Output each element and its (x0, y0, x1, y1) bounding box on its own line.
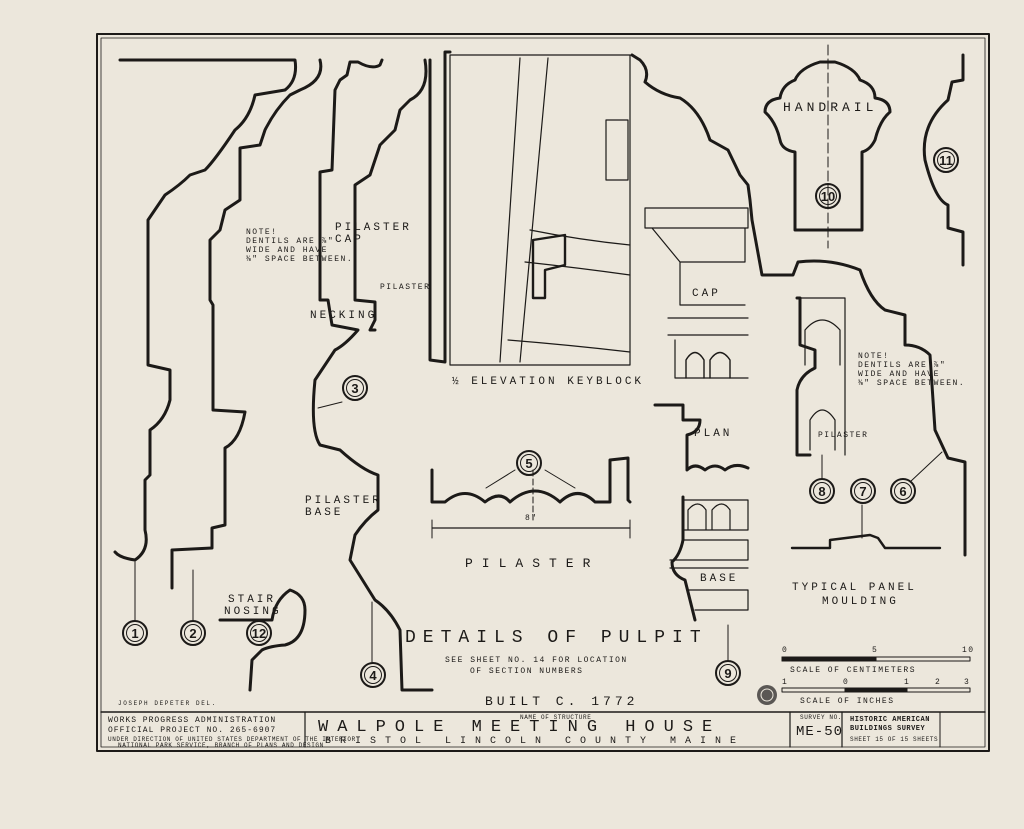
label-stair: STAIR (228, 594, 277, 606)
keyblock-arc-1 (529, 229, 631, 246)
note-right: NOTE! DENTILS ARE ⅞" WIDE AND HAVE ⅜" SP… (858, 352, 966, 388)
profile-12-stair-nosing (218, 588, 307, 692)
label-plan: PLAN (694, 428, 733, 440)
habs-line-1: HISTORIC AMERICAN (850, 716, 930, 724)
keyblock-top-block (605, 119, 629, 181)
keyblock-elevation (449, 54, 631, 366)
base-elevation (669, 499, 749, 611)
survey-no-label: SURVEY NO. (800, 714, 843, 721)
drawing-title: DETAILS OF PULPIT (405, 628, 708, 648)
structure-location: BRISTOL LINCOLN COUNTY MAINE (325, 736, 746, 747)
profile-3 (311, 58, 434, 692)
sheet-border (96, 33, 990, 752)
under-direction-1: UNDER DIRECTION OF UNITED STATES DEPARTM… (108, 736, 356, 743)
habs-line-2: BUILDINGS SURVEY (850, 725, 926, 733)
label-pilaster-cap: PILASTER CAP (335, 222, 412, 246)
scale-in-title: SCALE OF INCHES (800, 697, 895, 706)
section-number-2: 2 (180, 620, 206, 646)
scale-cm-title: SCALE OF CENTIMETERS (790, 666, 917, 675)
cap-arches (685, 351, 731, 379)
section-number-9: 9 (715, 660, 741, 686)
keyblock-slope-2 (519, 57, 549, 363)
label-moulding: MOULDING (822, 596, 899, 608)
wpa-line-2: OFFICIAL PROJECT NO. 265-6907 (108, 726, 277, 735)
label-nosing: NOSING (224, 606, 282, 618)
see-sheet-note-2: OF SECTION NUMBERS (470, 667, 584, 676)
profile-9 (670, 495, 697, 622)
sheet-count: SHEET 15 OF 15 SHEETS (850, 736, 939, 743)
section-number-8: 8 (809, 478, 835, 504)
profile-11 (922, 53, 965, 267)
keyblock-profile (428, 50, 452, 364)
label-pilaster-main: PILASTER (465, 556, 600, 571)
section-number-10: 10 (815, 183, 841, 209)
label-pilaster-small: PILASTER (380, 283, 431, 292)
section-number-5: 5 (516, 450, 542, 476)
section-number-4: 4 (360, 662, 386, 688)
keyblock-slope-1 (499, 57, 521, 363)
profile-cap-right (630, 53, 967, 557)
label-cap: CAP (692, 288, 721, 300)
plan-profile (653, 403, 750, 472)
label-dim-8: 8" (525, 514, 538, 523)
keyblock-arc-3 (507, 339, 631, 353)
survey-number: ME-50 (796, 724, 844, 740)
profile-2 (170, 58, 323, 590)
label-base: BASE (700, 573, 739, 585)
cap-elevation (644, 207, 749, 379)
label-elevation-keyblock: ½ ELEVATION KEYBLOCK (452, 376, 645, 388)
profile-8 (795, 296, 817, 457)
section-number-3: 3 (342, 375, 368, 401)
survey-seal-icon (757, 685, 777, 705)
name-of-structure-label: NAME OF STRUCTURE (520, 714, 592, 721)
structure-name: WALPOLE MEETING HOUSE (318, 718, 722, 737)
section-number-12: 12 (246, 620, 272, 646)
keyblock-arc-2 (524, 261, 631, 276)
sheet-border-inner (100, 37, 986, 748)
section-number-1: 1 (122, 620, 148, 646)
label-pilaster-base: PILASTER BASE (305, 495, 382, 519)
profile-7-panel (790, 533, 942, 550)
section-number-7: 7 (850, 478, 876, 504)
note-left: NOTE! DENTILS ARE ⅞" WIDE AND HAVE ⅜" SP… (246, 228, 354, 264)
built-date: BUILT C. 1772 (485, 694, 639, 709)
see-sheet-note: SEE SHEET NO. 14 FOR LOCATION (445, 656, 628, 665)
wpa-line-1: WORKS PROGRESS ADMINISTRATION (108, 716, 277, 725)
profile-10-handrail (763, 60, 892, 232)
keyblock-small-detail (531, 233, 567, 300)
profile-1 (113, 58, 297, 562)
profile-4 (353, 58, 428, 332)
label-handrail: HANDRAIL (783, 100, 878, 115)
section-number-6: 6 (890, 478, 916, 504)
label-typical-panel: TYPICAL PANEL (792, 582, 917, 594)
label-pilaster-right: PILASTER (818, 431, 869, 440)
pilaster-right-elevation (799, 297, 846, 456)
draftsman-signature: JOSEPH DEPETER DEL. (118, 700, 217, 707)
profile-5-pilaster-plan (430, 456, 632, 504)
under-direction-2: NATIONAL PARK SERVICE, BRANCH OF PLANS A… (118, 742, 324, 749)
label-necking: NECKING (310, 310, 378, 322)
section-number-11: 11 (933, 147, 959, 173)
